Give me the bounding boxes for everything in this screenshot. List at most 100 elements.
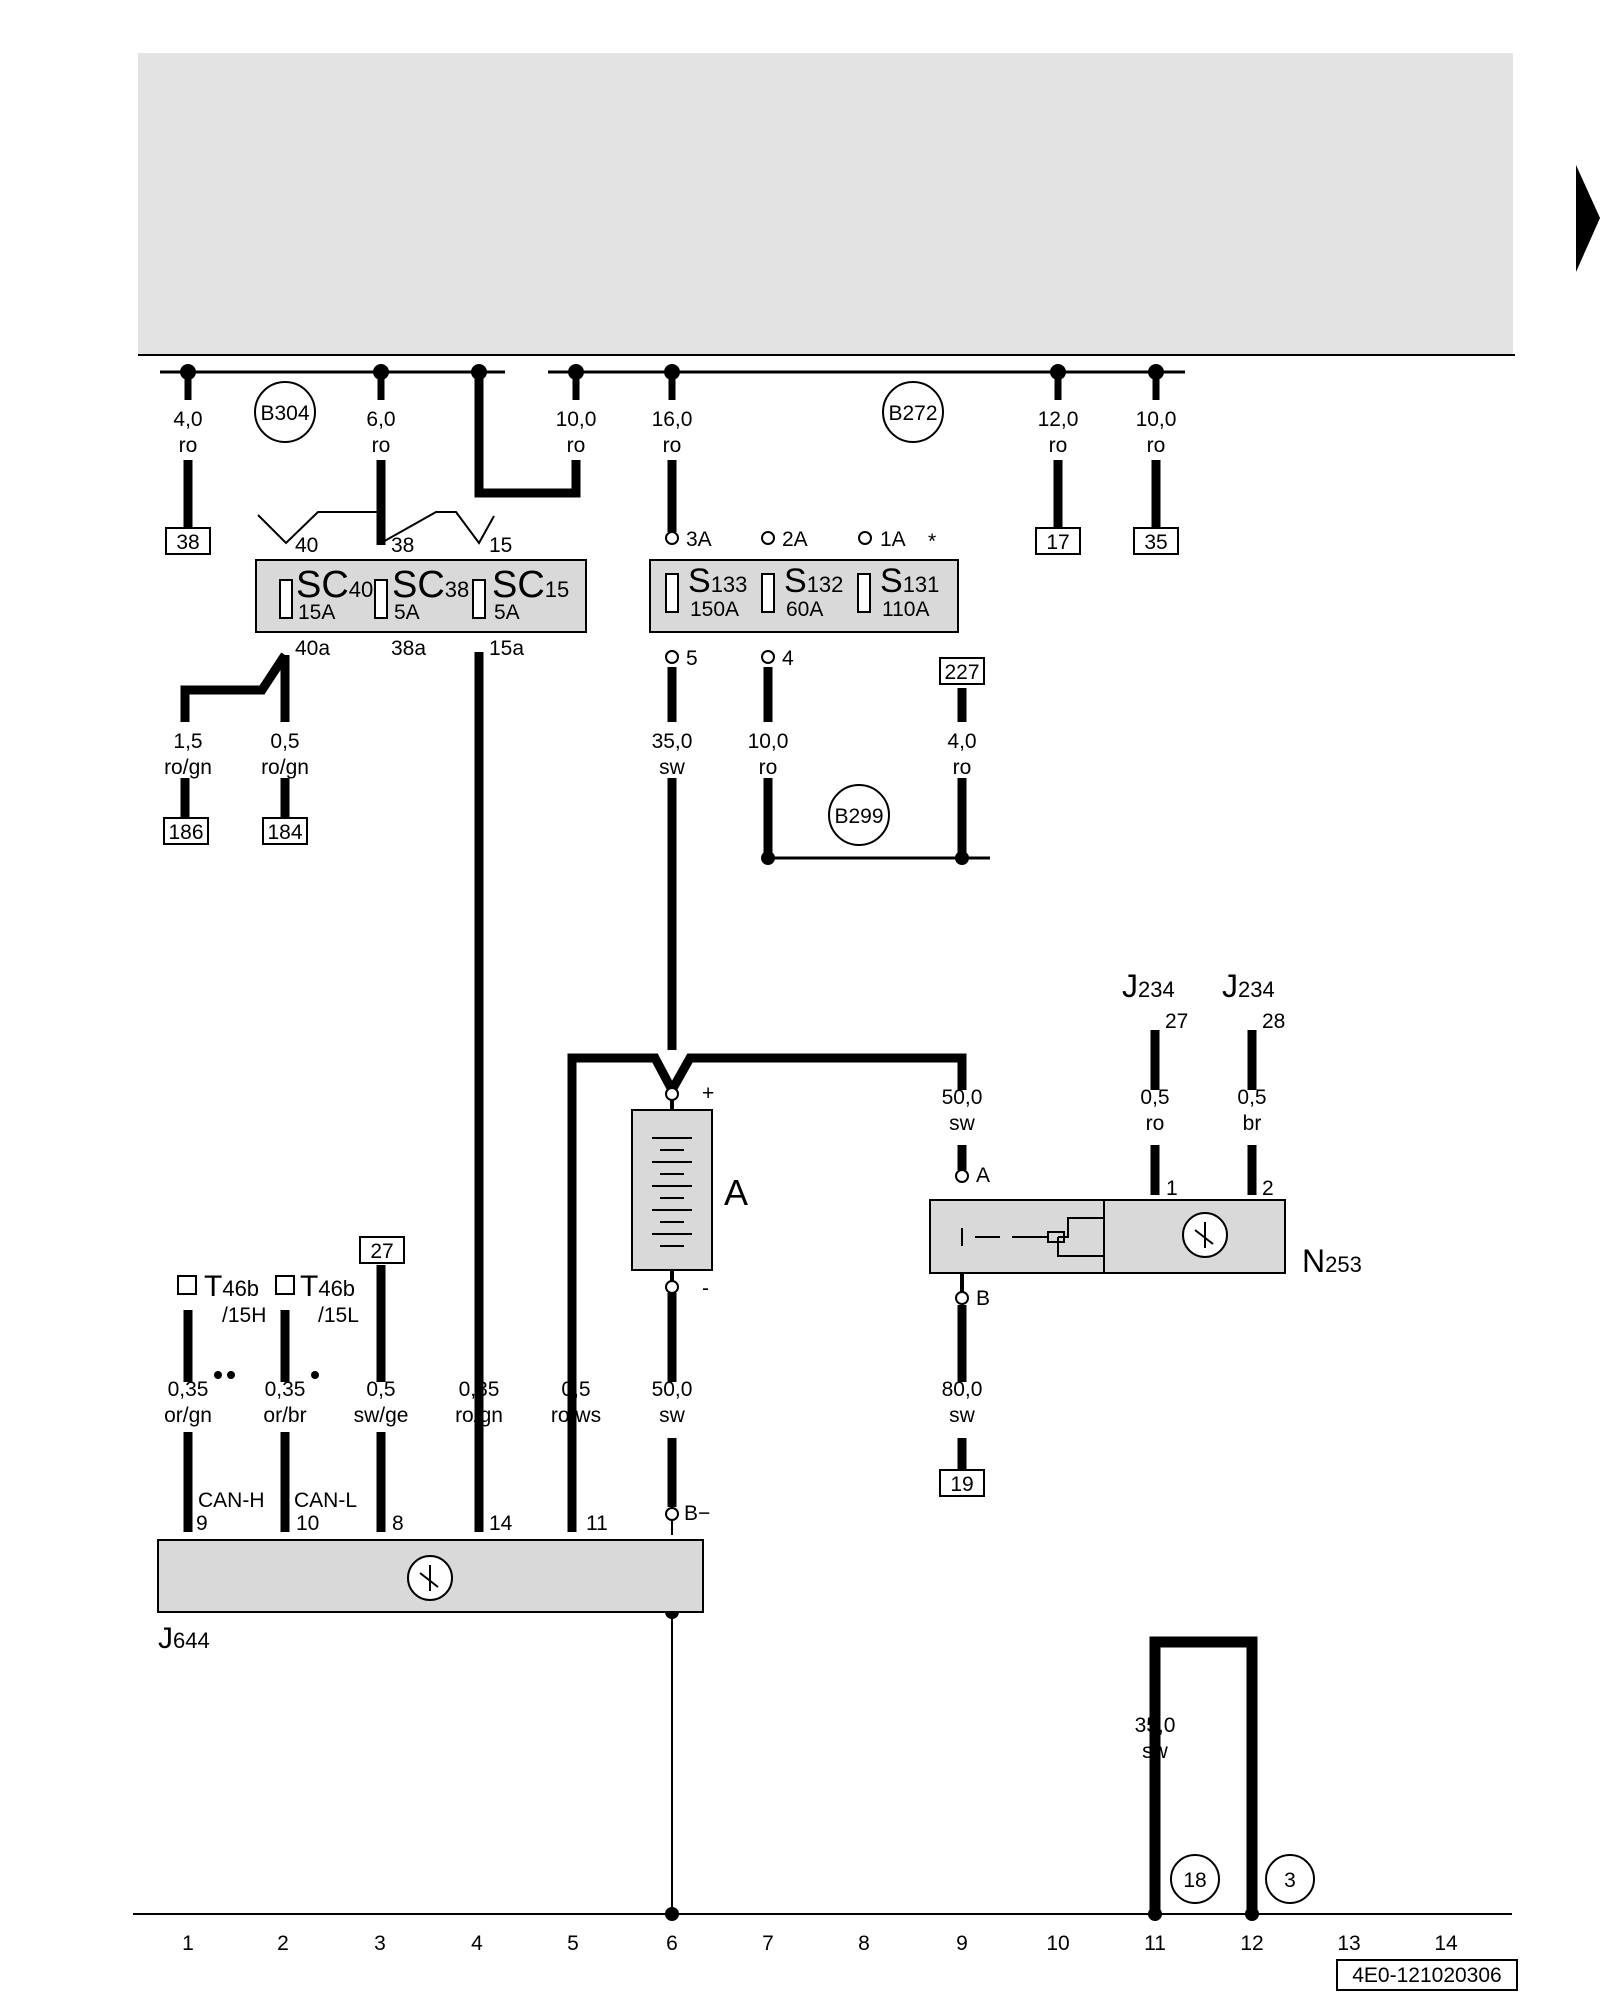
wire-size-label: 16,0 — [652, 408, 693, 431]
wire-size-label: 35,0 — [1135, 1714, 1176, 1737]
reference-box-label: 227 — [944, 661, 979, 684]
wire-size-label: 0,5 — [561, 1378, 590, 1401]
column-number: 11 — [1144, 1932, 1166, 1955]
column-number: 3 — [374, 1932, 386, 1955]
wire-color-label: ro — [1146, 1112, 1165, 1135]
wire-color-label: sw — [949, 1404, 976, 1427]
s-fuse-rating: 110A — [882, 598, 930, 621]
wire-color-label: ro/gn — [261, 756, 309, 779]
wire-color-label: ro — [759, 756, 778, 779]
column-number: 14 — [1434, 1932, 1458, 1955]
t46b-l-label: T46b — [300, 1270, 355, 1303]
wire-color-label: sw/ge — [354, 1404, 409, 1427]
column-number: 13 — [1337, 1932, 1360, 1955]
wire-size-label: 50,0 — [942, 1086, 983, 1109]
t46b-h-connector-icon — [177, 1275, 197, 1295]
wire-color-label: ro — [567, 434, 586, 457]
wire-color-label: ro — [372, 434, 391, 457]
s-pin-top: 1A — [880, 528, 906, 551]
battery-body — [631, 1109, 713, 1271]
n253-pin-a: A — [976, 1164, 990, 1187]
wire-size-label: 0,35 — [265, 1378, 306, 1401]
connection-point-label: B299 — [834, 805, 883, 828]
s-fuse-rating: 60A — [786, 598, 823, 621]
n253-pin-1: 1 — [1166, 1177, 1178, 1200]
j644-pin: 8 — [392, 1512, 404, 1535]
wire-size-label: 0,5 — [1237, 1086, 1266, 1109]
wire-size-label: 0,5 — [366, 1378, 395, 1401]
wire-size-label: 4,0 — [173, 408, 202, 431]
wire-color-label: sw — [659, 1404, 686, 1427]
wire-size-label: 50,0 — [652, 1378, 693, 1401]
wire-color-label: or/br — [263, 1404, 306, 1427]
j234-right-pin: 28 — [1262, 1010, 1285, 1033]
connection-point-label: B272 — [888, 402, 937, 425]
wire-size-label: 0,5 — [270, 730, 299, 753]
reference-box-label: 17 — [1046, 531, 1069, 554]
sc-fuse-rating: 5A — [494, 601, 520, 624]
doc-number: 4E0-121020306 — [1352, 1964, 1501, 1987]
wire-size-label: 0,35 — [168, 1378, 209, 1401]
wire-size-label: 12,0 — [1038, 408, 1079, 431]
reference-box-label: 38 — [176, 531, 199, 554]
sc-fuse-name: SC38 — [392, 564, 469, 606]
reference-box-label: 27 — [370, 1240, 393, 1263]
column-number: 2 — [277, 1932, 289, 1955]
wire-color-label: ro/ws — [551, 1404, 601, 1427]
j644-label: J644 — [158, 1622, 210, 1655]
sc-pin-top: 15 — [489, 534, 512, 557]
wire-size-label: 0,5 — [1140, 1086, 1169, 1109]
sc-fuse-name: SC15 — [492, 564, 569, 606]
reference-box-label: 19 — [950, 1473, 973, 1496]
column-number: 1 — [182, 1932, 194, 1955]
wire-size-label: 6,0 — [366, 408, 395, 431]
fuse-block-sc — [255, 559, 587, 633]
column-number: 9 — [956, 1932, 968, 1955]
battery-label: A — [724, 1172, 748, 1213]
wire-size-label: 10,0 — [1136, 408, 1177, 431]
s-fuse-name: S132 — [784, 562, 843, 600]
t46b-h-label: T46b — [204, 1270, 259, 1303]
can-h-label: CAN-H — [198, 1489, 265, 1512]
s-pin-top: 3A — [686, 528, 712, 551]
sc-fuse-rating: 5A — [394, 601, 420, 624]
j644-pin: 10 — [296, 1512, 319, 1535]
wire-color-label: ro/gn — [455, 1404, 503, 1427]
wire-size-label: 1,5 — [173, 730, 202, 753]
wire-color-label: sw — [659, 756, 686, 779]
battery-plus: + — [702, 1082, 714, 1105]
s-fuse-rating: 150A — [690, 598, 739, 621]
sc-fuse-rating: 15A — [298, 601, 335, 624]
t46b-l-suffix: /15L — [318, 1304, 359, 1327]
j234-left-pin: 27 — [1165, 1010, 1188, 1033]
connection-point-label: 3 — [1284, 1869, 1296, 1892]
fuse-block-s — [649, 559, 959, 633]
column-number: 6 — [666, 1932, 678, 1955]
column-number: 12 — [1240, 1932, 1263, 1955]
wire-color-label: ro — [953, 756, 972, 779]
j644-pin: 14 — [489, 1512, 513, 1535]
battery-minus: - — [702, 1277, 709, 1300]
can-l-label: CAN-L — [294, 1489, 357, 1512]
connection-point-label: 18 — [1183, 1869, 1206, 1892]
header-area — [138, 53, 1513, 355]
column-number: 8 — [858, 1932, 870, 1955]
wire-color-label: ro — [179, 434, 198, 457]
wire-color-label: or/gn — [164, 1404, 212, 1427]
wire-size-label: 4,0 — [947, 730, 976, 753]
column-number: 10 — [1046, 1932, 1069, 1955]
column-number: 5 — [567, 1932, 579, 1955]
wire-color-label: sw — [1142, 1740, 1169, 1763]
s-pin-top: 2A — [782, 528, 808, 551]
wire-color-label: ro — [1147, 434, 1166, 457]
t46b-h-suffix: /15H — [222, 1304, 266, 1327]
j234-right-label: J234 — [1222, 968, 1275, 1004]
next-page-arrow-icon[interactable] — [1576, 165, 1600, 272]
wire-size-label: 10,0 — [556, 408, 597, 431]
s-fuse-name: S133 — [688, 562, 747, 600]
wire-color-label: ro — [663, 434, 682, 457]
asterisk-note: * — [928, 530, 936, 553]
j644-pin: 9 — [196, 1512, 208, 1535]
wire-color-label: ro — [1049, 434, 1068, 457]
